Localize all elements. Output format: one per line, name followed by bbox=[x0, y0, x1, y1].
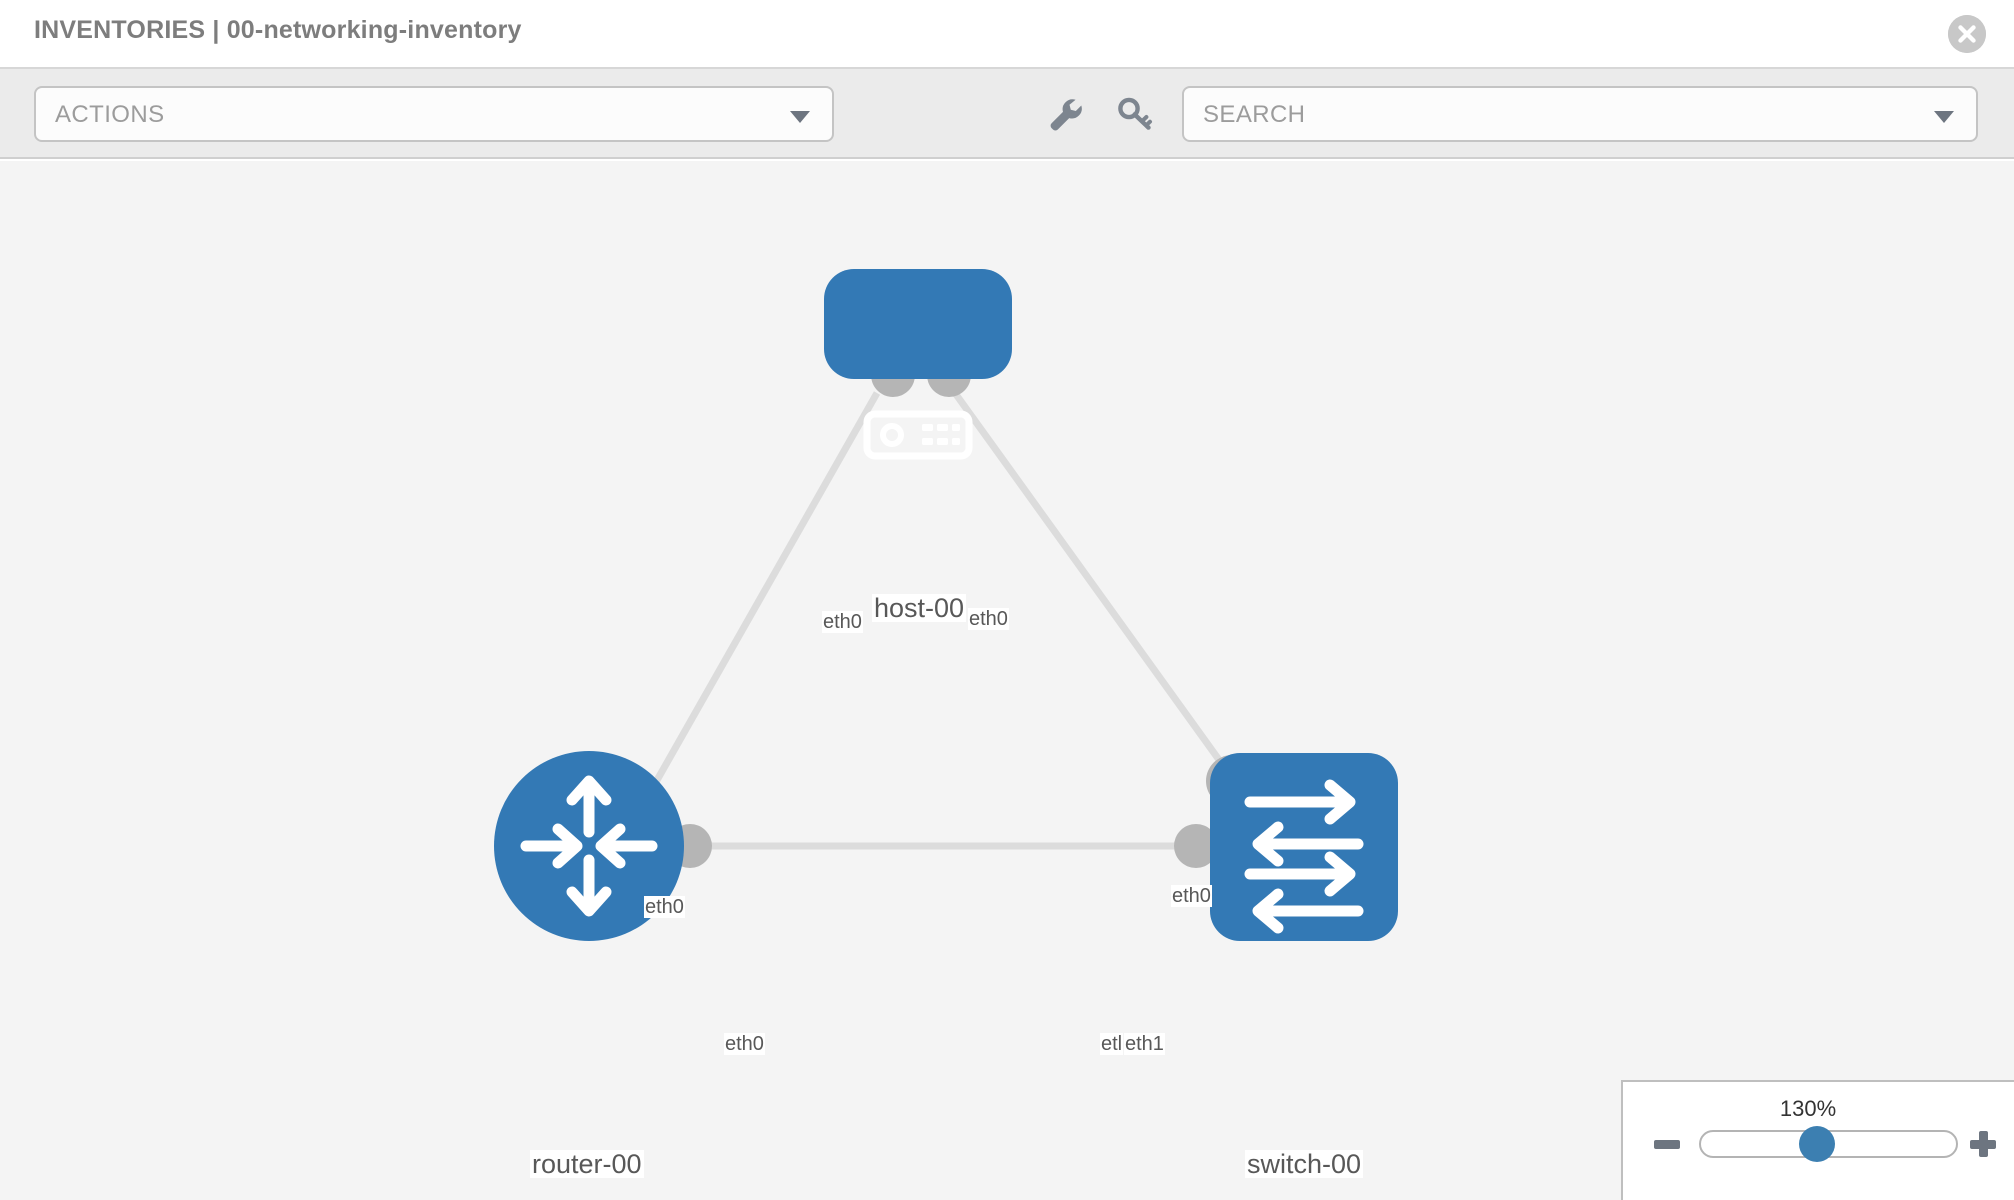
node-host-00-shape bbox=[824, 269, 1012, 379]
iface-label-switch-up: eth0 bbox=[1171, 885, 1212, 907]
iface-label-router-up: eth0 bbox=[644, 896, 685, 918]
window-header: INVENTORIES | 00-networking-inventory bbox=[0, 0, 2014, 69]
iface-label-switch-left: eth1 bbox=[1124, 1033, 1165, 1055]
actions-dropdown-label: ACTIONS bbox=[55, 101, 165, 128]
edge-router-host bbox=[648, 391, 881, 791]
zoom-slider-handle[interactable] bbox=[1799, 1126, 1835, 1162]
zoom-control-panel: 130% bbox=[1621, 1080, 2014, 1200]
node-router-00 bbox=[494, 751, 684, 941]
page-title: INVENTORIES | 00-networking-inventory bbox=[34, 16, 522, 44]
iface-label-host-right: eth0 bbox=[968, 608, 1009, 630]
node-router-00-shape bbox=[494, 751, 684, 941]
chevron-down-icon bbox=[790, 111, 810, 123]
iface-label-switch-left-overlap: etl bbox=[1100, 1033, 1124, 1055]
wrench-icon[interactable] bbox=[1043, 91, 1089, 137]
zoom-level-value: 130% bbox=[1779, 1096, 1837, 1121]
node-label-switch-00: switch-00 bbox=[1245, 1149, 1364, 1179]
search-input[interactable]: SEARCH bbox=[1182, 86, 1978, 142]
zoom-in-button[interactable] bbox=[1970, 1131, 1996, 1157]
iface-label-host-left: eth0 bbox=[822, 611, 863, 633]
toolbar: ACTIONS SEARCH bbox=[0, 69, 2014, 159]
node-label-host-00: host-00 bbox=[872, 593, 967, 623]
topology-edges bbox=[648, 390, 1243, 850]
search-placeholder: SEARCH bbox=[1203, 101, 1306, 128]
topology-canvas[interactable]: host-00 router-00 switch-00 eth0 eth0 et… bbox=[0, 161, 2014, 1200]
switch-arrows-icon bbox=[1244, 779, 1364, 934]
topology-graph bbox=[494, 269, 1398, 941]
iface-label-router-right: eth0 bbox=[724, 1033, 765, 1055]
actions-dropdown[interactable]: ACTIONS bbox=[34, 86, 834, 142]
server-icon bbox=[863, 410, 973, 460]
zoom-out-button[interactable] bbox=[1654, 1140, 1680, 1149]
node-label-router-00: router-00 bbox=[530, 1149, 644, 1179]
node-host-00 bbox=[824, 269, 1012, 460]
close-icon[interactable] bbox=[1948, 15, 1986, 53]
chevron-down-icon[interactable] bbox=[1934, 111, 1954, 123]
router-arrows-icon bbox=[520, 775, 658, 917]
node-switch-00 bbox=[1210, 753, 1398, 941]
key-icon[interactable] bbox=[1113, 91, 1159, 137]
handle-switch-left bbox=[1174, 824, 1218, 868]
edge-host-switch bbox=[952, 390, 1243, 792]
